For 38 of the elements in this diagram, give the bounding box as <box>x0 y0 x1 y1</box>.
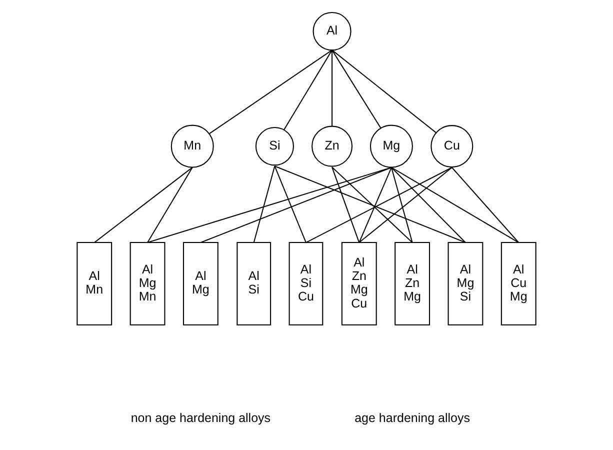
connector <box>253 166 276 243</box>
node-circle: Si <box>255 127 294 166</box>
node-box: Al Cu Mg <box>500 242 536 326</box>
node-box: Al Zn Mg Cu <box>341 242 377 326</box>
node-circle: Mg <box>370 124 413 168</box>
connector <box>358 167 392 243</box>
connector <box>332 50 333 126</box>
connector <box>452 167 520 243</box>
node-box: Al Si <box>236 242 272 326</box>
node-box: Al Mg Si <box>448 242 484 326</box>
connector <box>390 167 413 243</box>
label: age hardening alloys <box>354 410 470 425</box>
node-box: Al Zn Mg <box>394 242 430 326</box>
node-box: Al Mn <box>76 242 112 326</box>
connector <box>274 166 306 243</box>
connector <box>274 166 466 244</box>
node-box: Al Mg Mn <box>130 242 166 326</box>
connector <box>332 50 437 134</box>
node-box: Al Si Cu <box>288 242 324 326</box>
connector <box>332 166 413 243</box>
connector <box>391 167 519 243</box>
connector <box>94 167 193 243</box>
connector <box>147 167 193 243</box>
connector <box>147 166 392 244</box>
node-circle: Al <box>312 12 352 51</box>
connector <box>332 166 360 243</box>
node-box: Al Mg <box>182 242 218 326</box>
connector <box>209 50 332 134</box>
node-circle: Mn <box>170 124 214 168</box>
connector <box>284 50 332 130</box>
connector <box>391 167 466 243</box>
connector <box>200 167 392 244</box>
connector <box>306 167 452 243</box>
node-circle: Zn <box>312 126 353 167</box>
connector <box>332 50 381 128</box>
connector <box>358 167 452 243</box>
node-circle: Cu <box>430 125 474 168</box>
label: non age hardening alloys <box>130 410 271 425</box>
